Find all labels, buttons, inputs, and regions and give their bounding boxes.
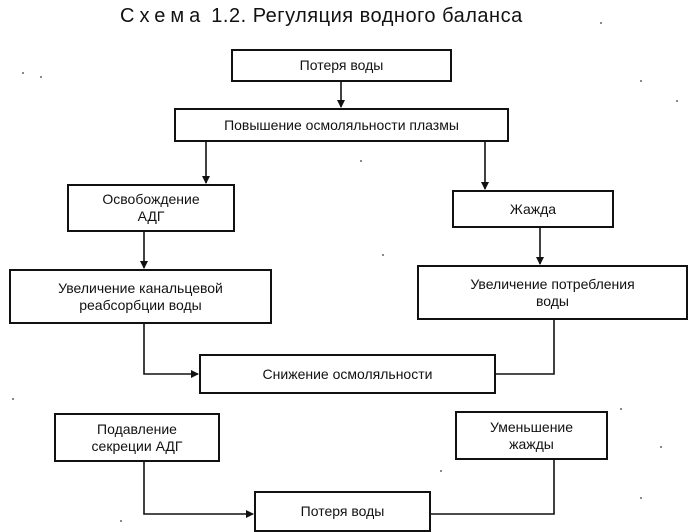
arrow-intake-to-decrease [496, 320, 555, 375]
node-osmolality-increase: Повышение осмоляльности плазмы [174, 108, 509, 142]
title-lead: Схема [120, 5, 206, 27]
node-water-loss-bottom: Потеря воды [254, 491, 431, 532]
title-text: 1.2. Регуляция водного баланса [211, 5, 523, 27]
node-adh-suppression: Подавление секреции АДГ [54, 413, 220, 462]
diagram-title: Схема 1.2. Регуляция водного баланса [120, 3, 580, 29]
node-thirst-decrease: Уменьшение жажды [455, 411, 608, 460]
node-thirst: Жажда [452, 190, 614, 228]
node-osmolality-decrease: Снижение осмоляльности [199, 354, 496, 394]
node-water-loss-top: Потеря воды [231, 49, 452, 82]
node-reabsorption-increase: Увеличение канальцевой реабсорбции воды [9, 269, 272, 324]
node-intake-increase: Увеличение потребления воды [417, 265, 688, 320]
arrow-thirstdecrease-to-loss [431, 460, 555, 515]
arrow-suppression-to-loss [143, 462, 254, 518]
arrow-reabsorption-to-decrease [143, 324, 199, 378]
node-adh-release: Освобождение АДГ [67, 184, 235, 232]
